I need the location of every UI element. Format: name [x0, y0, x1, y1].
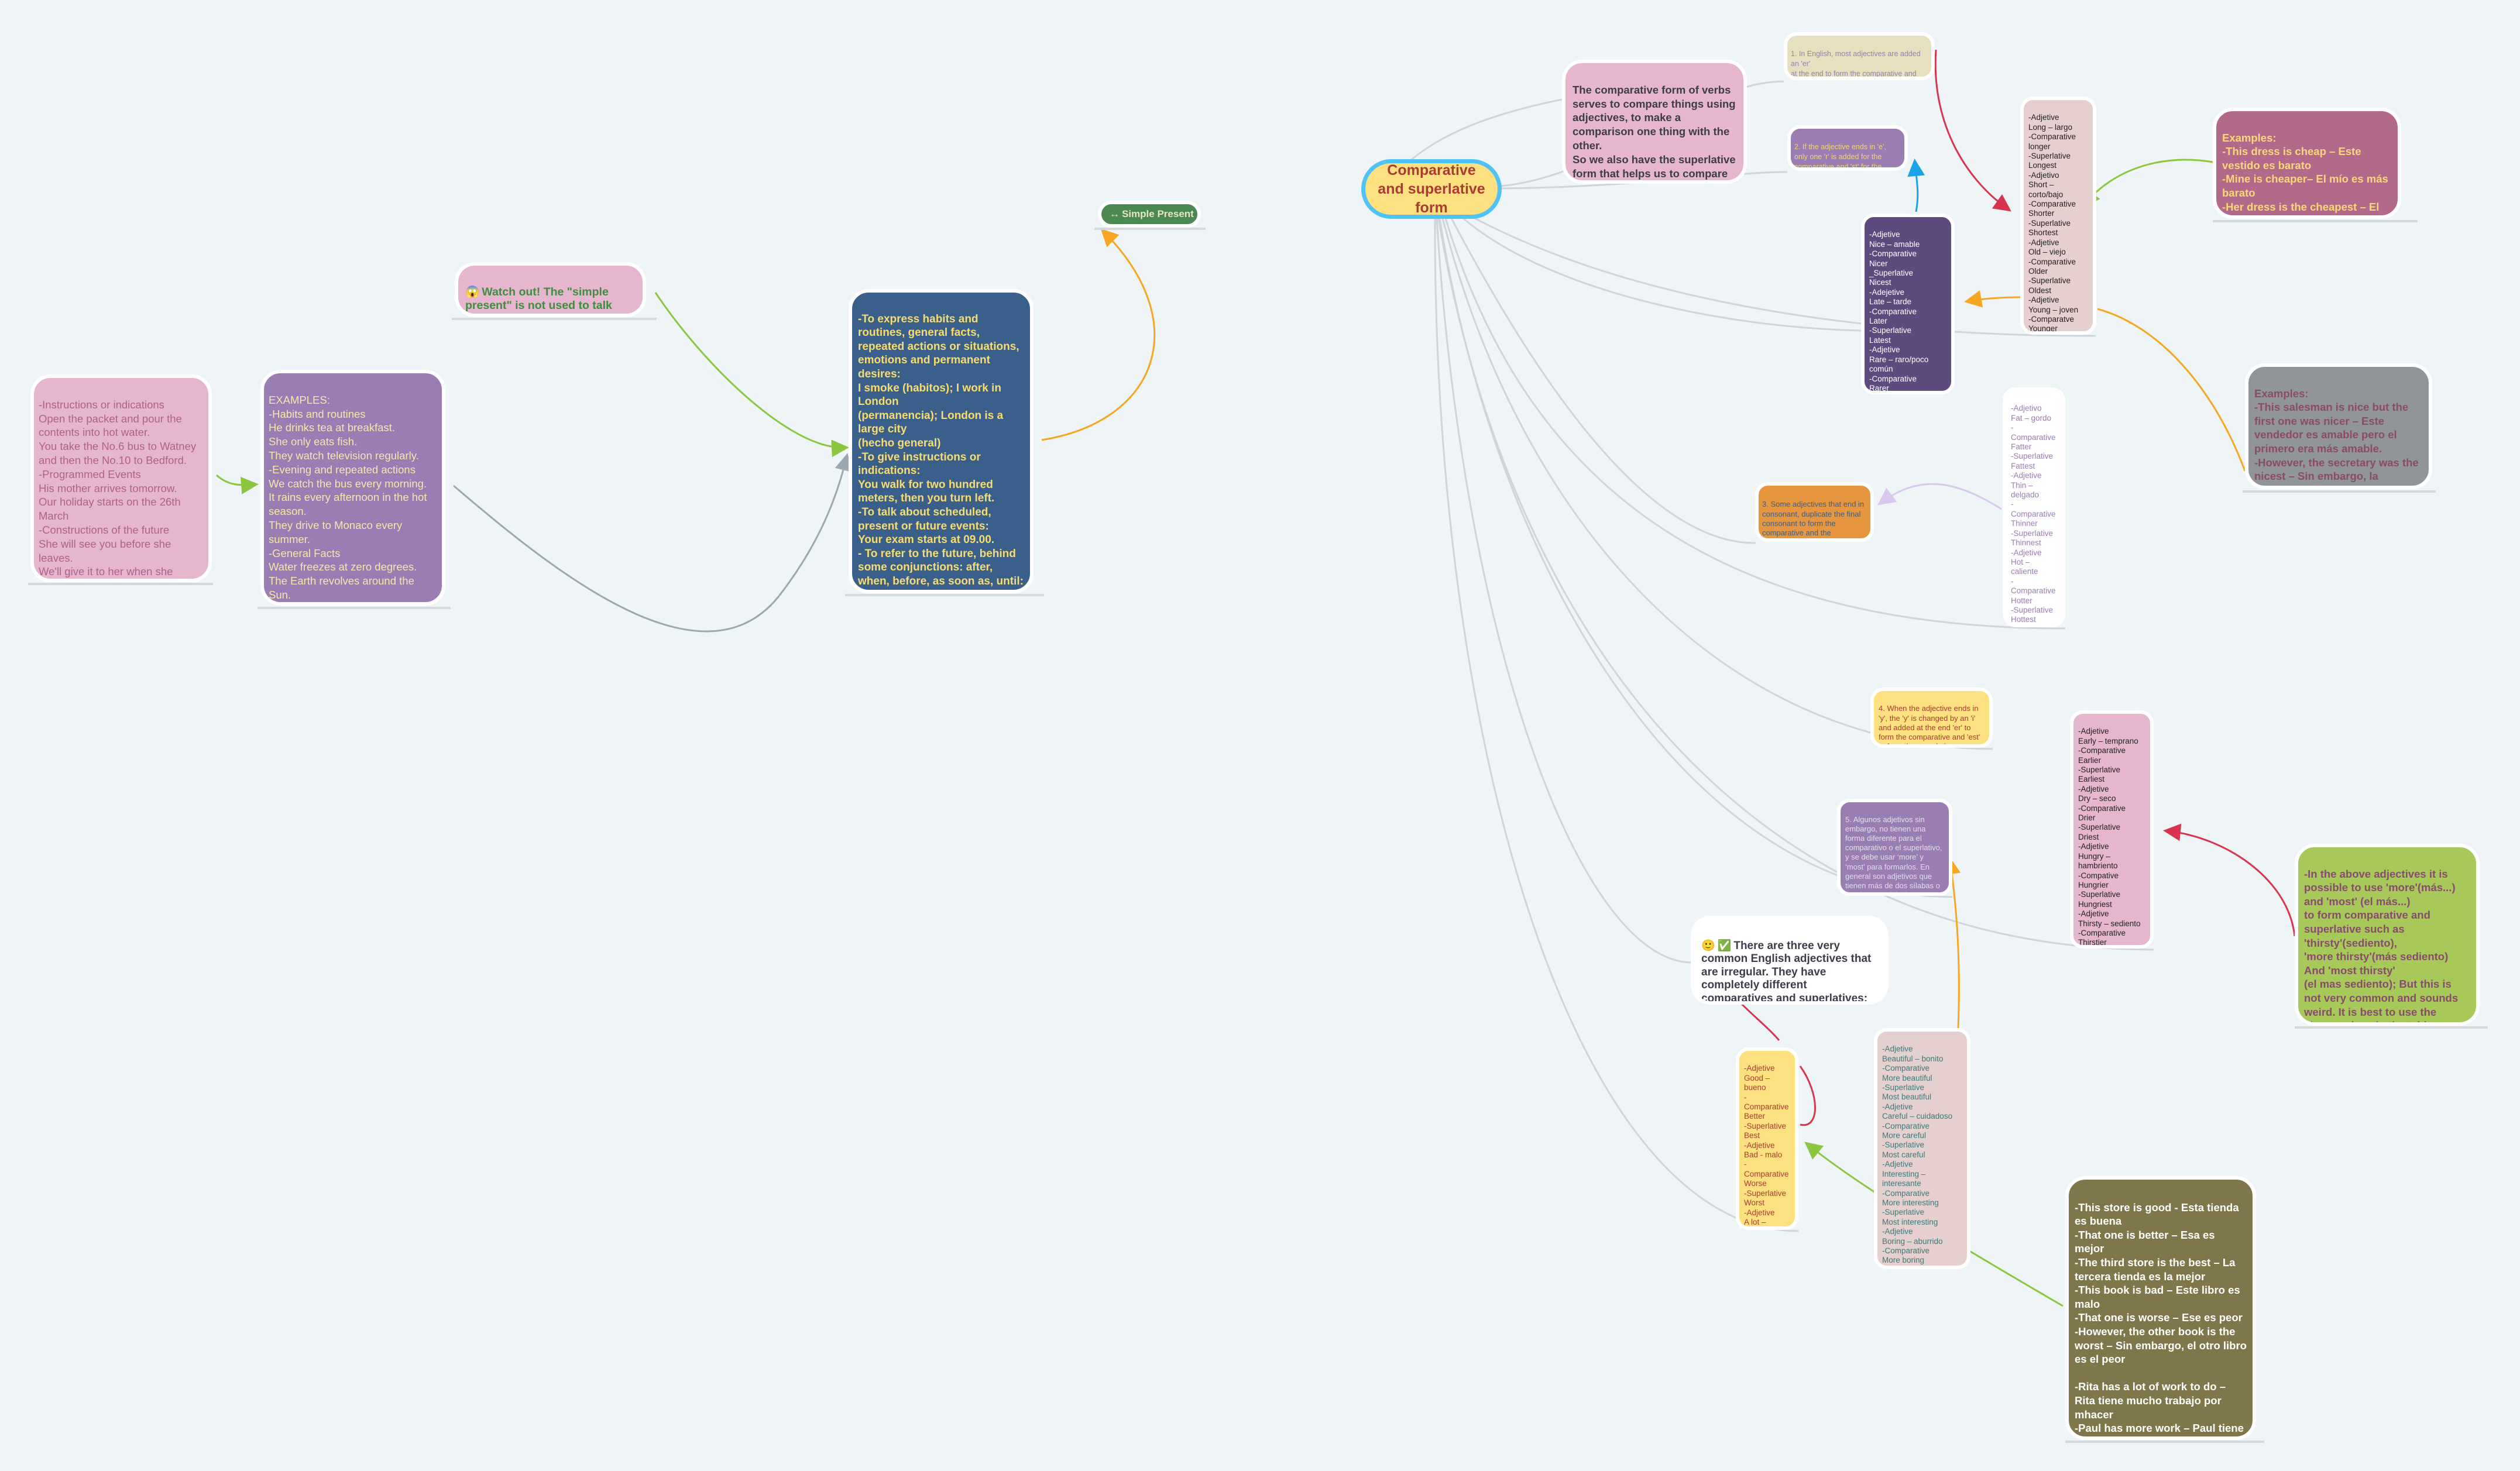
underline	[2065, 1441, 2264, 1443]
table-nice-text: -Adjetive Nice – amable -Comparative Nic…	[1869, 230, 1929, 393]
underline	[258, 607, 451, 609]
simple-present-node[interactable]: ↔Simple Present	[1098, 201, 1201, 228]
rule3-node[interactable]: 3. Some adjectives that end in consonant…	[1755, 482, 1874, 542]
slightly-smiling-face-icon: 🙂	[1701, 939, 1715, 952]
simple-present-uses-text: -To express habits and routines, general…	[858, 312, 1024, 590]
watch-out-text: Watch out! The "simple present" is not u…	[465, 285, 612, 314]
underline	[452, 318, 657, 320]
branch-fat	[1444, 218, 2066, 630]
watch-out-node[interactable]: 😱Watch out! The "simple present" is not …	[455, 262, 646, 317]
table-fat-text: -Adjetivo Fat – gordo -Comparative Fatte…	[2011, 404, 2056, 624]
irregular-text: There are three very common English adje…	[1701, 939, 1872, 1005]
branch-irregular	[1436, 218, 1691, 964]
underline	[1094, 228, 1206, 230]
more-most-note-node[interactable]: -In the above adjectives it is possible …	[2295, 844, 2480, 1026]
arrow-fat-to-rule3	[1877, 483, 2002, 510]
table-early-node[interactable]: -Adjetive Early – temprano -Comparative …	[2070, 710, 2154, 948]
connector-long-to-examples-nice	[2097, 308, 2246, 472]
table-good-text: -Adjetive Good – bueno -Comparative Bett…	[1744, 1064, 1789, 1226]
table-early-text: -Adjetive Early – temprano -Comparative …	[2078, 727, 2141, 947]
underline	[845, 594, 1044, 596]
underline	[2213, 220, 2418, 222]
simple-present-label: Simple Present	[1122, 208, 1194, 219]
simple-present-uses-node[interactable]: -To express habits and routines, general…	[849, 289, 1034, 593]
examples-cheap-text: Examples: -This dress is cheap – Este ve…	[2222, 131, 2388, 215]
examples-nice-node[interactable]: Examples: -This salesman is nice but the…	[2245, 363, 2432, 489]
examples-simple-present-text: EXAMPLES: -Habits and routines He drinks…	[269, 393, 427, 601]
table-beautiful-node[interactable]: -Adjetive Beautiful – bonito -Comparativ…	[1874, 1028, 1970, 1269]
arrow-uses-to-simple-present	[1041, 228, 1156, 441]
branch-definition	[1409, 98, 1563, 163]
instructions-node[interactable]: -Instructions or indications Open the pa…	[30, 374, 212, 582]
rule1-text: 1. In English, most adjectives are added…	[1791, 50, 1921, 78]
examples-cheap-node[interactable]: Examples: -This dress is cheap – Este ve…	[2213, 108, 2401, 219]
connector-examples-to-uses	[453, 453, 852, 633]
table-long-text: -Adjetive Long – largo -Comparative long…	[2028, 113, 2079, 334]
table-nice-node[interactable]: -Adjetive Nice – amable -Comparative Nic…	[1861, 214, 1955, 394]
branch-rule3	[1450, 218, 1756, 544]
instructions-text: -Instructions or indications Open the pa…	[39, 398, 197, 578]
irregular-node[interactable]: 🙂✅There are three very common English ad…	[1691, 916, 1889, 1005]
examples-irregular-text: -This store is good - Esta tienda es bue…	[2075, 1201, 2247, 1436]
arrow-note-to-early	[2163, 823, 2296, 937]
table-fat-node[interactable]: -Adjetivo Fat – gordo -Comparative Fatte…	[2003, 387, 2065, 627]
underline	[2243, 490, 2436, 493]
rule4-text: 4. When the adjective ends in 'y', the '…	[1879, 704, 1980, 748]
check-mark-button-icon: ✅	[1717, 939, 1732, 952]
root-branches	[1409, 80, 2154, 1232]
rule1-node[interactable]: 1. In English, most adjectives are added…	[1784, 32, 1935, 80]
rule2-text: 2. If the adjective ends in 'e', only on…	[1794, 143, 1886, 171]
branch-early	[1437, 218, 2154, 951]
screaming-face-icon: 😱	[465, 285, 480, 298]
rule2-node[interactable]: 2. If the adjective ends in 'e', only on…	[1787, 125, 1908, 171]
definition-node[interactable]: The comparative form of verbs serves to …	[1562, 60, 1747, 184]
underline	[2295, 1026, 2488, 1029]
examples-irregular-node[interactable]: -This store is good - Esta tienda es bue…	[2065, 1176, 2256, 1440]
root-topic[interactable]: Comparative and superlative form	[1361, 159, 1502, 219]
examples-nice-text: Examples: -This salesman is nice but the…	[2254, 387, 2419, 486]
more-most-note-text: -In the above adjectives it is possible …	[2304, 867, 2459, 1026]
underline	[28, 583, 213, 585]
root-topic-label: Comparative and superlative form	[1378, 162, 1485, 216]
loop-good	[1799, 1066, 1816, 1126]
arrow-instructions-to-examples	[215, 474, 259, 494]
arrow-nice-to-rule2	[1907, 159, 1925, 212]
arrow-watchout-to-uses	[654, 292, 849, 458]
rule4-node[interactable]: 4. When the adjective ends in 'y', the '…	[1870, 688, 1993, 748]
table-long-node[interactable]: -Adjetive Long – largo -Comparative long…	[2020, 97, 2096, 335]
arrow-cheap-to-long	[2082, 159, 2213, 208]
definition-text: The comparative form of verbs serves to …	[1573, 83, 1736, 180]
left-right-arrow-icon: ↔	[1110, 208, 1120, 219]
branch-good	[1434, 218, 1799, 1232]
arrow-rule1-to-long	[1934, 49, 2011, 212]
rule3-text: 3. Some adjectives that end in consonant…	[1762, 500, 1865, 538]
branch-nice	[1462, 217, 1862, 332]
arrow-long-to-nice	[1964, 290, 2021, 308]
table-good-node[interactable]: -Adjetive Good – bueno -Comparative Bett…	[1736, 1047, 1798, 1230]
table-beautiful-text: -Adjetive Beautiful – bonito -Comparativ…	[1882, 1044, 1953, 1266]
branch-long	[1474, 217, 2096, 337]
arrow-irregular-to-good	[1737, 999, 1780, 1041]
rule5-text: 5. Algunos adjetivos sin embargo, no tie…	[1845, 815, 1942, 896]
rule5-node[interactable]: 5. Algunos adjetivos sin embargo, no tie…	[1837, 799, 1952, 896]
arrow-beautiful-to-rule5	[1943, 857, 1961, 1029]
examples-simple-present-node[interactable]: EXAMPLES: -Habits and routines He drinks…	[260, 370, 445, 606]
